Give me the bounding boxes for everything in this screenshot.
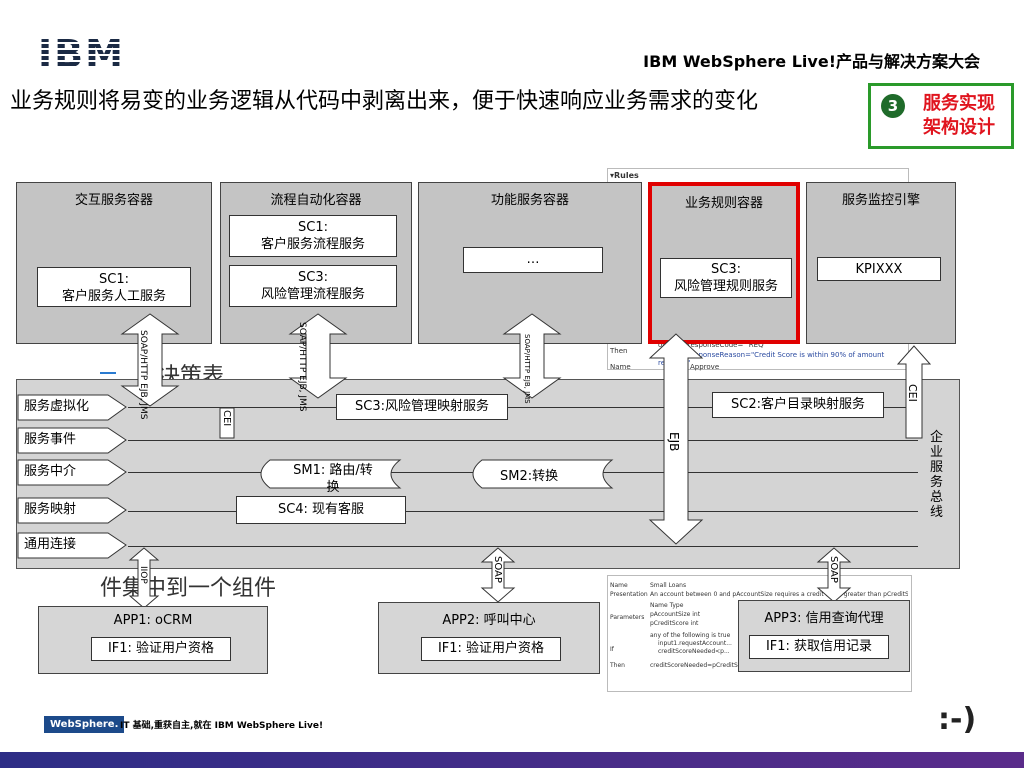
sc3-rules-service: SC3: 风险管理规则服务 bbox=[660, 258, 792, 298]
bus-line bbox=[128, 511, 918, 512]
row-label: 服务中介 bbox=[24, 464, 77, 479]
row-label: 服务映射 bbox=[24, 502, 77, 517]
app-title: APP1: oCRM bbox=[113, 613, 193, 628]
ibm-logo: IBM bbox=[38, 32, 125, 76]
sc1-process-service: SC1: 客户服务流程服务 bbox=[229, 215, 397, 257]
sc1-human-service: SC1: 客户服务人工服务 bbox=[37, 267, 191, 307]
container-interaction: 交互服务容器 SC1: 客户服务人工服务 bbox=[16, 182, 212, 344]
arrow-label-soap-app2: SOAP bbox=[492, 556, 503, 583]
bus-line bbox=[128, 407, 918, 408]
container-title: 功能服务容器 bbox=[490, 193, 569, 208]
rt-param2: pCreditScore int bbox=[650, 620, 699, 627]
websphere-logo: WebSphere. bbox=[44, 716, 125, 733]
container-title: 流程自动化容器 bbox=[270, 193, 362, 208]
rt-if-item1: input1.requestAccount... bbox=[658, 640, 732, 647]
bullet-dash bbox=[100, 372, 116, 374]
row-shape-virtualization bbox=[17, 394, 127, 421]
rt-if-label: If bbox=[610, 646, 614, 653]
app-title: APP3: 信用查询代理 bbox=[764, 611, 884, 626]
rt-name-label: Name bbox=[610, 582, 628, 589]
arrow-label-soap-app3: SOAP bbox=[828, 556, 839, 583]
container-title: 服务监控引擎 bbox=[841, 193, 920, 208]
app-credit-agent: APP3: 信用查询代理 IF1: 获取信用记录 bbox=[738, 600, 910, 672]
row-label: 通用连接 bbox=[24, 537, 77, 552]
sc4-legacy-service: SC4: 现有客服 bbox=[236, 496, 406, 524]
app-interface: IF1: 验证用户资格 bbox=[91, 637, 231, 661]
rules-name-label: Name bbox=[610, 363, 631, 371]
container-process: 流程自动化容器 SC1: 客户服务流程服务 SC3: 风险管理流程服务 bbox=[220, 182, 412, 344]
rt-param-header: Name Type bbox=[650, 602, 684, 609]
footer-tagline: IT 基础,重获自主,就在 IBM WebSphere Live! bbox=[120, 721, 324, 731]
container-monitor: 服务监控引擎 KPIXXX bbox=[806, 182, 956, 344]
event-title: IBM WebSphere Live!产品与解决方案大会 bbox=[643, 52, 980, 71]
sm2-shape bbox=[472, 459, 614, 489]
arrow-label-soap-3: SOAP/HTTP EJB, JMS bbox=[523, 334, 531, 404]
bg-text-component: 件集中到一个组件 bbox=[100, 576, 277, 601]
container-title: 业务规则容器 bbox=[684, 196, 763, 211]
esb-label: 企业服务总线 bbox=[930, 430, 944, 520]
bus-line bbox=[128, 546, 918, 547]
arrow-label-iiop: IIOP bbox=[138, 566, 148, 584]
container-business-rules: 业务规则容器 SC3: 风险管理规则服务 bbox=[648, 182, 800, 344]
kpi-box: KPIXXX bbox=[817, 257, 941, 281]
sm1-label: SM1: 路由/转换 bbox=[293, 463, 373, 495]
row-shape-mapping bbox=[17, 497, 127, 524]
rt-parameters-label: Parameters bbox=[610, 614, 645, 621]
app-interface: IF1: 验证用户资格 bbox=[421, 637, 561, 661]
sc3-process-service: SC3: 风险管理流程服务 bbox=[229, 265, 397, 307]
arrow-label-cei-right: CEI bbox=[906, 384, 919, 402]
rules-then-label: Then bbox=[610, 347, 628, 355]
app-interface: IF1: 获取信用记录 bbox=[749, 635, 889, 659]
footer-bar bbox=[0, 752, 1024, 768]
rules-name-value: Approve bbox=[690, 363, 720, 371]
rt-if-value: any of the following is true bbox=[650, 632, 731, 639]
row-label: 服务虚拟化 bbox=[24, 399, 90, 414]
bus-line bbox=[128, 440, 918, 441]
sc3-mapping-service: SC3:风险管理映射服务 bbox=[336, 394, 508, 420]
sm1-shape bbox=[260, 459, 402, 489]
section-badge: 3 服务实现架构设计 bbox=[868, 83, 1014, 149]
container-title: 交互服务容器 bbox=[74, 193, 153, 208]
row-label: 服务事件 bbox=[24, 432, 77, 447]
container-function: 功能服务容器 … bbox=[418, 182, 642, 344]
rt-if-item2: creditScoreNeeded<p... bbox=[658, 648, 730, 655]
sm2-label: SM2:转换 bbox=[500, 469, 559, 484]
app-call-center: APP2: 呼叫中心 IF1: 验证用户资格 bbox=[378, 602, 600, 674]
arrow-label-ejb: EJB bbox=[667, 432, 681, 452]
rt-presentation-value: An account between 0 and pAccountSize re… bbox=[650, 591, 908, 598]
badge-text: 服务实现架构设计 bbox=[923, 93, 995, 138]
sc2-mapping-service: SC2:客户目录映射服务 bbox=[712, 392, 884, 418]
rt-param1: pAccountSize int bbox=[650, 611, 701, 618]
arrow-label-soap-1: SOAP/HTTP EJB, JMS bbox=[138, 330, 148, 420]
badge-number: 3 bbox=[881, 94, 905, 118]
mediation-shapes bbox=[260, 459, 614, 489]
arrow-label-cei: CEI bbox=[221, 410, 232, 427]
rt-then-label: Then bbox=[610, 662, 625, 669]
function-service-placeholder: … bbox=[463, 247, 603, 273]
bus-row-arrows bbox=[17, 394, 127, 559]
rt-presentation-label: Presentation bbox=[610, 591, 648, 598]
row-shape-events bbox=[17, 427, 127, 454]
rt-name-value: Small Loans bbox=[650, 582, 687, 589]
slide-title: 业务规则将易变的业务逻辑从代码中剥离出来，便于快速响应业务需求的变化 bbox=[10, 89, 759, 114]
row-shape-mediation bbox=[17, 459, 127, 486]
app-ocrm: APP1: oCRM IF1: 验证用户资格 bbox=[38, 606, 268, 674]
row-shape-connectivity bbox=[17, 532, 127, 559]
arrow-label-soap-2: SOAP/HTTP EJB, JMS bbox=[297, 322, 307, 412]
rules-heading: ▾Rules bbox=[610, 171, 639, 180]
rt-then-value: creditScoreNeeded=pCreditSc... bbox=[650, 662, 747, 669]
smiley-icon: :-) bbox=[938, 702, 977, 737]
app-title: APP2: 呼叫中心 bbox=[442, 613, 536, 628]
rules-then-line1: output1.responseCode= "REQ" bbox=[658, 341, 767, 349]
